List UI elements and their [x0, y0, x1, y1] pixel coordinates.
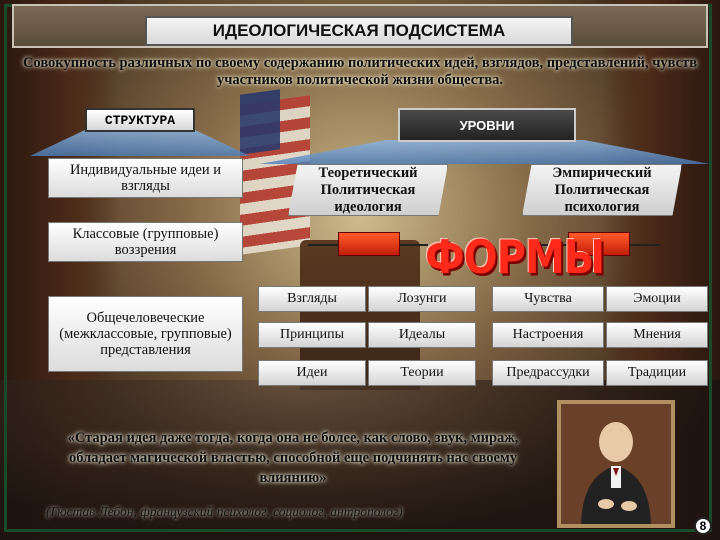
- form-cell: Предрассудки: [492, 360, 604, 386]
- forms-marker-right: [568, 232, 630, 256]
- portrait-image: [557, 400, 675, 528]
- definition-text: Совокупность различных по своему содержа…: [22, 55, 698, 88]
- form-cell: Чувства: [492, 286, 604, 312]
- forms-marker-left: [338, 232, 400, 256]
- form-cell: Принципы: [258, 322, 366, 348]
- forms-heading: ФОРМЫ: [425, 231, 605, 285]
- level-theoretical: Теоретический Политическая идеология: [288, 164, 448, 216]
- form-cell: Идеалы: [368, 322, 476, 348]
- form-cell: Настроения: [492, 322, 604, 348]
- form-cell: Теории: [368, 360, 476, 386]
- form-cell: Традиции: [606, 360, 708, 386]
- structure-tab: СТРУКТУРА: [85, 108, 195, 132]
- page-title: ИДЕОЛОГИЧЕСКАЯ ПОДСИСТЕМА: [145, 16, 573, 46]
- page-number: 8: [694, 517, 712, 535]
- form-cell: Мнения: [606, 322, 708, 348]
- portrait-figure-icon: [561, 404, 671, 524]
- quote-author: (Гюстав Лебон, французский психолог, соц…: [46, 504, 403, 519]
- structure-item-individual: Индивидуальные идеи и взгляды: [48, 158, 243, 198]
- form-cell: Взгляды: [258, 286, 366, 312]
- levels-tab: УРОВНИ: [398, 108, 576, 142]
- structure-item-class: Классовые (групповые) воззрения: [48, 222, 243, 262]
- quote-text: «Старая идея даже тогда, когда она не бо…: [67, 430, 519, 486]
- level-empirical: Эмпирический Политическая психология: [522, 164, 682, 216]
- form-cell: Лозунги: [368, 286, 476, 312]
- form-cell: Эмоции: [606, 286, 708, 312]
- structure-item-universal: Общечеловеческие (межклассовые, групповы…: [48, 296, 243, 372]
- form-cell: Идеи: [258, 360, 366, 386]
